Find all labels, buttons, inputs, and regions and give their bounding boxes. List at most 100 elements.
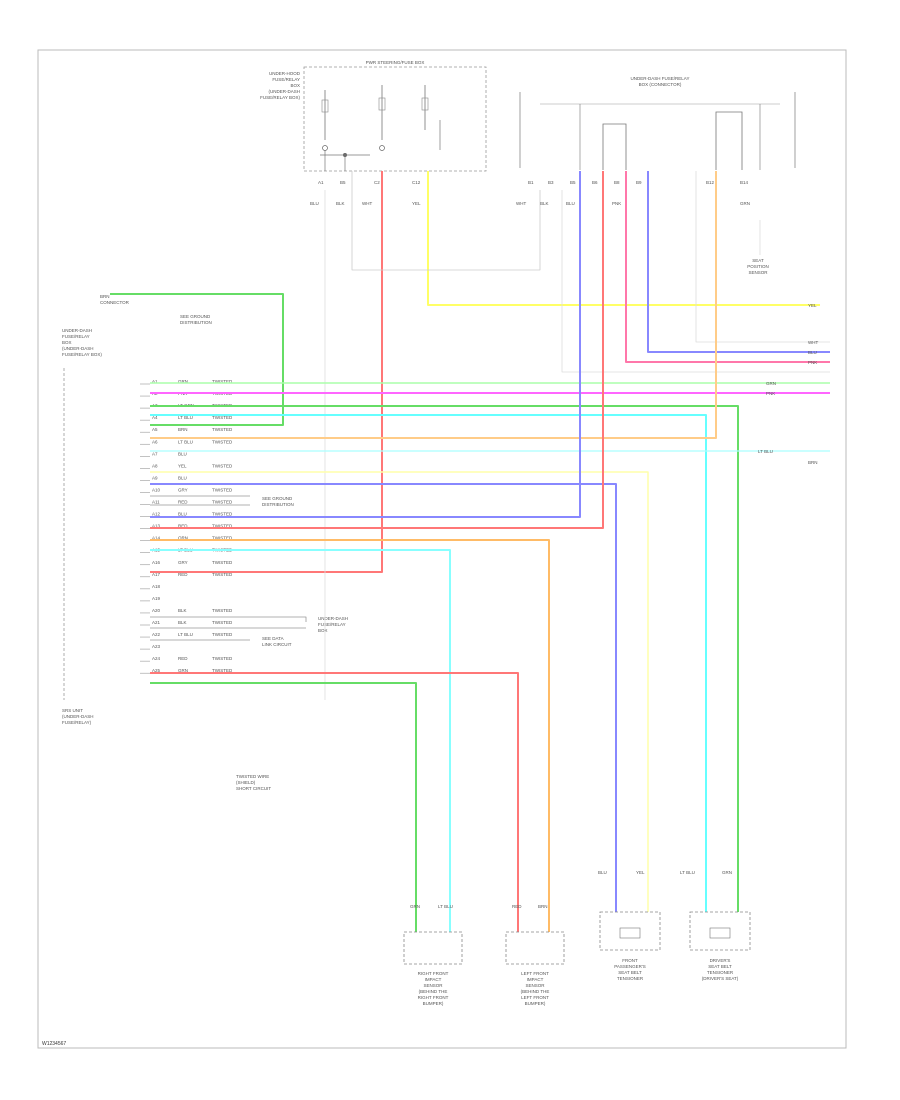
pin-wire-color: LT BLU [178, 439, 193, 444]
svg-text:C2: C2 [374, 180, 380, 185]
pin-row: A23 [140, 644, 161, 650]
svg-text:TENSIONER: TENSIONER [617, 976, 644, 981]
pin-row: A7 BLU [140, 451, 187, 457]
svg-text:BOX: BOX [290, 83, 300, 88]
svg-text:SRS UNIT: SRS UNIT [62, 708, 83, 713]
wire-blue-a12 [150, 171, 581, 518]
pin-number: A6 [152, 439, 158, 444]
svg-text:GRN: GRN [410, 904, 420, 909]
pin-number: A19 [152, 596, 161, 601]
svg-text:B5: B5 [570, 180, 576, 185]
svg-text:B3: B3 [548, 180, 554, 185]
wire-ltblue-a4 [150, 414, 707, 912]
pin-number: A5 [152, 427, 158, 432]
svg-text:GRN: GRN [766, 381, 776, 386]
pin-wire-color: BLU [178, 475, 187, 480]
svg-text:RIGHT FRONT: RIGHT FRONT [418, 995, 449, 1000]
svg-text:B8: B8 [614, 180, 620, 185]
wire-green-a25 [150, 682, 417, 932]
svg-text:YEL: YEL [412, 201, 421, 206]
svg-text:FUSE/RELAY: FUSE/RELAY [318, 622, 346, 627]
pin-twisted-note: TWISTED [212, 427, 233, 432]
svg-text:PNK: PNK [612, 201, 621, 206]
svg-text:GRN: GRN [722, 870, 732, 875]
seat-position-sensor-note: SEAT POSITION SENSOR [747, 258, 769, 275]
wire-red-c2 [150, 171, 383, 573]
wire-ltblue-a15 [150, 549, 451, 932]
svg-text:FUSE/RELAY BOX): FUSE/RELAY BOX) [260, 95, 300, 100]
pin-wire-color: GRY [178, 487, 188, 492]
svg-text:SENSOR: SENSOR [748, 270, 768, 275]
svg-text:UNDER-DASH: UNDER-DASH [318, 616, 348, 621]
pin-twisted-note: TWISTED [212, 632, 233, 637]
svg-text:YEL: YEL [808, 303, 817, 308]
svg-text:FRONT: FRONT [622, 958, 638, 963]
svg-text:SEE GROUND: SEE GROUND [262, 496, 293, 501]
svg-text:B9: B9 [636, 180, 642, 185]
svg-text:LEFT FRONT: LEFT FRONT [521, 971, 549, 976]
pin-row: A19 [140, 596, 161, 602]
svg-text:RED: RED [512, 904, 522, 909]
svg-text:SEAT BELT: SEAT BELT [618, 970, 642, 975]
pin-wire-color: GRY [178, 560, 188, 565]
svg-text:SEE DATA: SEE DATA [262, 636, 284, 641]
pin-row: A18 [140, 584, 161, 590]
top-box-title: PWR STEERING/FUSE BOX [366, 60, 425, 65]
pin-number: A9 [152, 475, 158, 480]
svg-text:IMPACT: IMPACT [425, 977, 442, 982]
pin-number: A8 [152, 463, 158, 468]
pin-wire-color: BLU [178, 451, 187, 456]
pin-twisted-note: TWISTED [212, 500, 233, 505]
pin-number: A21 [152, 620, 161, 625]
pin-wire-color: YEL [178, 463, 187, 468]
svg-text:PASSENGER'S: PASSENGER'S [614, 964, 646, 969]
svg-text:UNDER-DASH: UNDER-DASH [62, 328, 92, 333]
svg-text:B12: B12 [706, 180, 715, 185]
pin-twisted-note: TWISTED [212, 656, 233, 661]
svg-text:POSITION: POSITION [747, 264, 769, 269]
svg-text:(UNDER-DASH: (UNDER-DASH [62, 346, 94, 351]
component-left-front-impact-sensor: RED BRN LEFT FRONT IMPACT SENSOR (BEHIND… [505, 904, 565, 1006]
svg-text:SEE GROUND: SEE GROUND [180, 314, 211, 319]
top-fuse-box: PWR STEERING/FUSE BOX UNDER-HOOD FUSE/RE… [260, 60, 487, 172]
pin-twisted-note: TWISTED [212, 668, 233, 673]
svg-text:C12: C12 [412, 180, 421, 185]
svg-text:FUSE/RELAY: FUSE/RELAY [62, 334, 90, 339]
wire-yel-a8 [150, 471, 649, 912]
svg-text:(UNDER-DASH: (UNDER-DASH [62, 714, 94, 719]
pin-twisted-note: TWISTED [212, 415, 233, 420]
svg-text:BLU: BLU [566, 201, 575, 206]
svg-text:DRIVER'S: DRIVER'S [710, 958, 731, 963]
svg-text:SHORT CIRCUIT: SHORT CIRCUIT [236, 786, 271, 791]
svg-text:B6: B6 [592, 180, 598, 185]
svg-text:YEL: YEL [636, 870, 645, 875]
pin-wire-color: BLK [178, 608, 187, 613]
svg-text:BLK: BLK [336, 201, 345, 206]
svg-text:IMPACT: IMPACT [527, 977, 544, 982]
svg-text:RIGHT FRONT: RIGHT FRONT [418, 971, 449, 976]
pin-twisted-note: TWISTED [212, 608, 233, 613]
pin-number: A22 [152, 632, 161, 637]
svg-text:BOX: BOX [318, 628, 328, 633]
svg-text:TWISTED WIRE: TWISTED WIRE [236, 774, 269, 779]
pin-number: A23 [152, 644, 161, 649]
wire-green-top [110, 293, 284, 426]
svg-text:B1: B1 [528, 180, 534, 185]
svg-text:LINK CIRCUIT: LINK CIRCUIT [262, 642, 292, 647]
wire-red-a24 [150, 672, 519, 932]
pin-twisted-note: TWISTED [212, 560, 233, 565]
pin-number: A7 [152, 451, 158, 456]
wire-blue-b14 [647, 171, 830, 353]
